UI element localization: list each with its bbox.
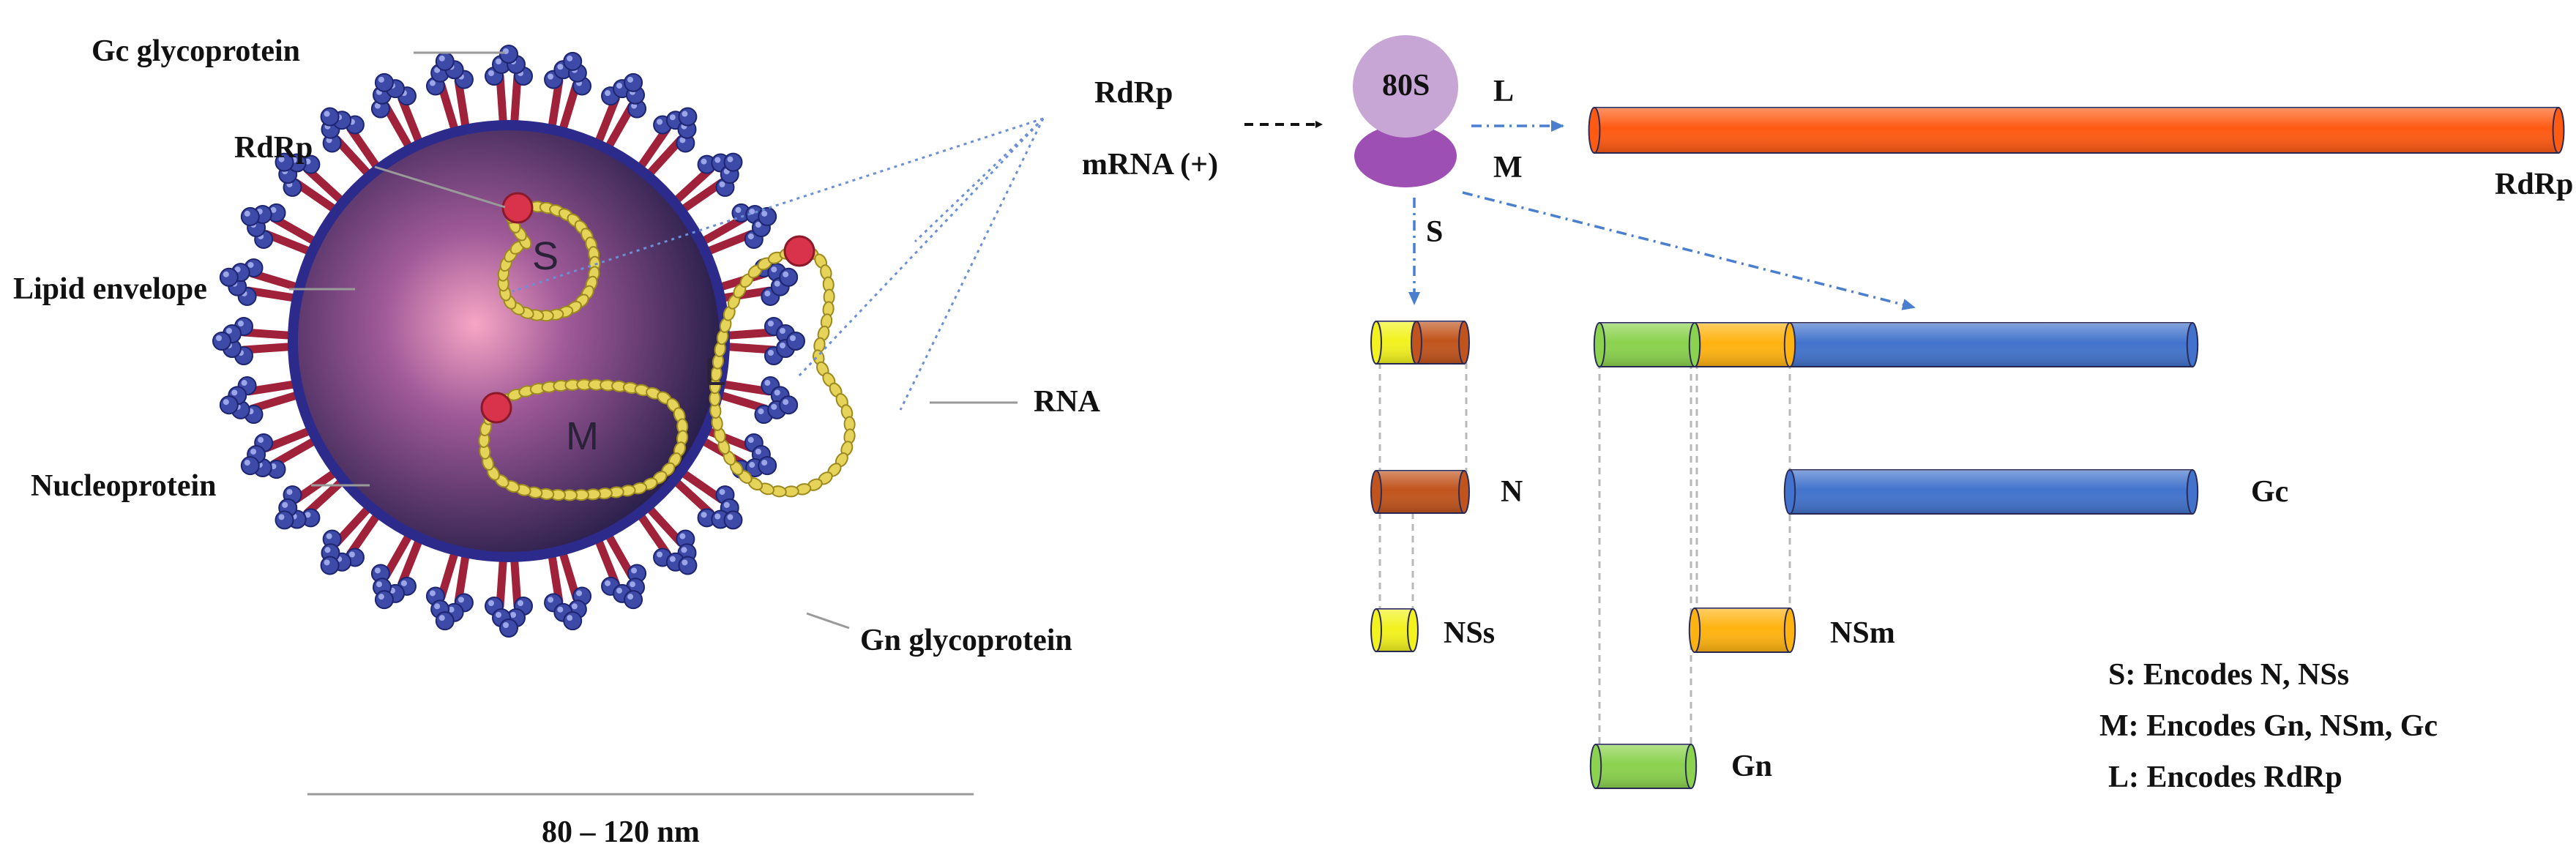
cylinder-n	[1370, 470, 1470, 514]
protein-label-n: N	[1501, 475, 1523, 509]
protein-label-nss: NSs	[1444, 616, 1495, 650]
spike	[425, 51, 474, 138]
virion: S M L	[212, 45, 856, 638]
nucleoprotein-label: Nucleoprotein	[31, 469, 217, 503]
segment-m-rna	[478, 378, 689, 501]
rdrp-dot-m	[480, 392, 512, 424]
cylinder-m-gn	[1593, 322, 1701, 367]
legend-s: S: Encodes N, NSs	[2108, 658, 2349, 692]
glycoprotein-spikes	[212, 45, 805, 638]
spike	[219, 376, 306, 425]
ribosome-large-subunit	[1353, 35, 1458, 138]
virion-to-mrna-lines	[512, 117, 1045, 411]
spike	[668, 466, 743, 530]
spike	[370, 72, 425, 155]
rdrp-dot-s	[501, 192, 534, 224]
lipid-envelope-label: Lipid envelope	[13, 272, 207, 306]
spike	[212, 317, 299, 365]
spike	[695, 203, 777, 258]
spike	[718, 317, 805, 365]
spike	[485, 550, 533, 638]
rdrp-dot-l	[783, 235, 815, 267]
virion-interior	[298, 130, 720, 552]
segment-m-label: M	[566, 414, 599, 458]
cylinder-m-nsm	[1688, 322, 1796, 367]
ribosome-80s: 80S	[1353, 35, 1458, 187]
segment-l-label: L	[704, 350, 726, 394]
rdrp-label-virion: RdRp	[234, 131, 313, 165]
spike	[633, 501, 698, 575]
rdrp-label-translation: RdRp	[1094, 76, 1173, 110]
arrow-m	[1462, 191, 1916, 310]
spike	[712, 376, 799, 425]
protein-label-rdrp: RdRp	[2495, 168, 2573, 201]
spike	[275, 466, 349, 530]
path-label-s: S	[1426, 215, 1443, 249]
spike	[485, 45, 533, 132]
cylinder-gn	[1589, 744, 1698, 789]
ribosome-label: 80S	[1382, 69, 1430, 102]
legend-m: M: Encodes Gn, NSm, Gc	[2099, 709, 2438, 743]
spike	[240, 425, 323, 479]
gn-glycoprotein-label: Gn glycoprotein	[860, 624, 1072, 657]
protein-label-gc: Gc	[2251, 475, 2288, 509]
protein-label-gn: Gn	[1731, 750, 1772, 783]
translation-arrows	[1408, 120, 1916, 310]
segment-s-label: S	[532, 234, 559, 278]
cylinder-rdrp	[1588, 107, 2565, 154]
spike	[695, 425, 777, 479]
cylinder-s-nss	[1370, 321, 1422, 365]
guide-lines	[1378, 362, 1791, 750]
spike	[320, 107, 384, 182]
legend: S: Encodes N, NSs M: Encodes Gn, NSm, Gc…	[2099, 658, 2438, 794]
spike	[370, 527, 425, 610]
spike	[275, 152, 349, 217]
cylinder-nss	[1370, 608, 1419, 652]
gc-glycoprotein-label: Gc glycoprotein	[92, 34, 300, 68]
spike	[320, 501, 384, 575]
virion-leader-lines	[289, 51, 1018, 796]
rna-label: RNA	[1034, 385, 1101, 419]
path-label-m: M	[1493, 151, 1523, 184]
spike	[544, 51, 592, 138]
legend-l: L: Encodes RdRp	[2108, 761, 2342, 794]
protein-cylinders	[1370, 107, 2565, 789]
ribosome-small-subunit	[1354, 124, 1457, 187]
spike	[633, 107, 698, 182]
spike	[219, 258, 306, 306]
cylinder-m-gc	[1780, 322, 2199, 367]
cylinder-nsm	[1688, 608, 1796, 653]
spike	[668, 152, 743, 217]
spike	[592, 72, 647, 155]
mrna-label: mRNA (+)	[1082, 148, 1218, 182]
spike	[425, 544, 474, 631]
spike	[240, 203, 323, 258]
protein-label-nsm: NSm	[1830, 616, 1895, 650]
cylinder-s-n	[1411, 321, 1470, 365]
spike	[544, 544, 592, 631]
size-scale-label: 80 – 120 nm	[542, 815, 700, 849]
spike	[592, 527, 647, 610]
path-label-l: L	[1493, 75, 1514, 108]
cylinder-gc	[1783, 469, 2199, 515]
